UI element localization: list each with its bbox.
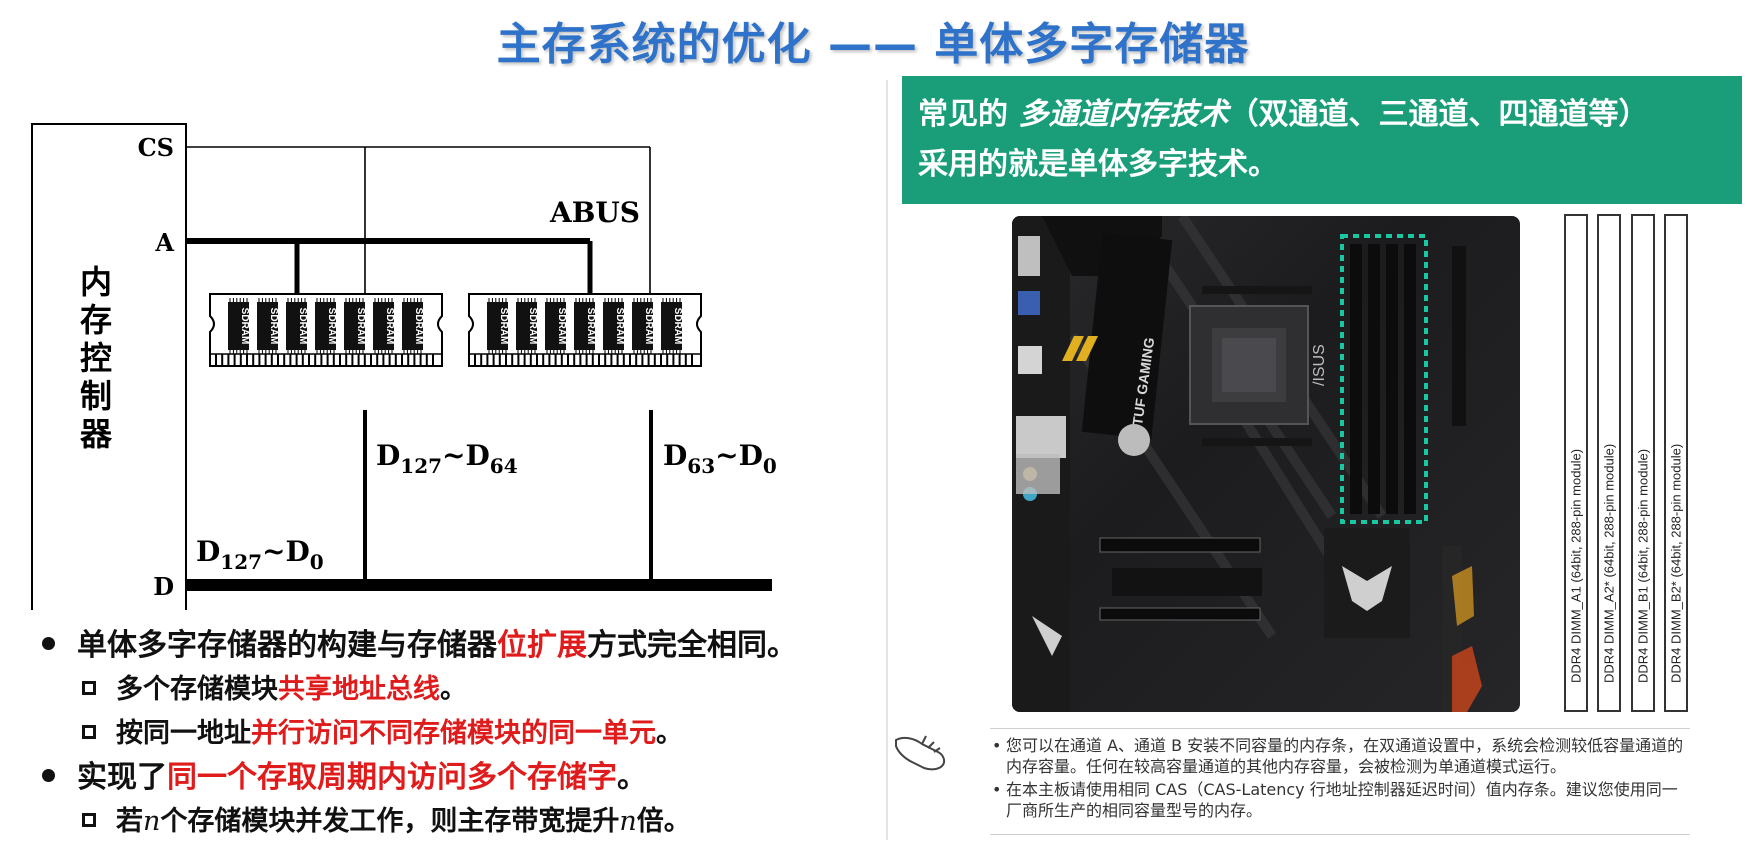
d-label: D	[153, 572, 174, 601]
bullet-2a: 若n个存储模块并发工作，则主存带宽提升n倍。	[42, 800, 882, 844]
dimm-highlight	[1340, 234, 1428, 524]
bullet-dot	[42, 637, 55, 650]
dimm-slot-label-box: DDR4 DIMM_A1 (64bit, 288-pin module)	[1564, 214, 1588, 712]
motherboard-image: TUF GAMING /ISUS	[1012, 216, 1520, 712]
sdram-chip: SDRAM	[373, 298, 395, 354]
memory-controller-box	[31, 123, 187, 610]
chip-body	[632, 302, 653, 350]
sdram-chip-label: SDRAM	[672, 308, 683, 345]
sdram-chip: SDRAM	[487, 298, 509, 354]
sdram-chip: SDRAM	[315, 298, 337, 354]
sdram-chip-label: SDRAM	[614, 308, 625, 345]
column-divider	[886, 80, 888, 840]
chip-body	[487, 302, 508, 350]
dimm-slot-label: DDR4 DIMM_A1 (64bit, 288-pin module)	[1568, 448, 1584, 683]
chip-body	[661, 302, 682, 350]
controller-char: 内	[80, 263, 112, 301]
memory-module-left: SDRAM SDRAM SDRAM SDRAM SDRAM SDRAM SDRAM	[209, 293, 443, 367]
bullet-1b: 按同一地址并行访问不同存储模块的同一单元。	[42, 712, 882, 756]
dimm-slot-label-box: DDR4 DIMM_B2* (64bit, 288-pin module)	[1664, 214, 1688, 712]
bus-data-range: D127~D0	[196, 535, 324, 574]
bullet-list: 单体多字存储器的构建与存储器位扩展方式完全相同。 多个存储模块共享地址总线。 按…	[42, 624, 882, 844]
sdram-chip: SDRAM	[228, 298, 250, 354]
sdram-chip: SDRAM	[632, 298, 654, 354]
sdram-chip: SDRAM	[257, 298, 279, 354]
controller-char: 控	[80, 339, 112, 377]
sdram-chip: SDRAM	[286, 298, 308, 354]
motherboard-drawing: TUF GAMING /ISUS	[1012, 216, 1482, 712]
sdram-chip-label: SDRAM	[384, 308, 395, 345]
notes-divider-top	[990, 728, 1690, 729]
sdram-chip-label: SDRAM	[413, 308, 424, 345]
sdram-chip: SDRAM	[574, 298, 596, 354]
sdram-chip-label: SDRAM	[239, 308, 250, 345]
chip-body	[516, 302, 537, 350]
note-item: 在本主板请使用相同 CAS（CAS-Latency 行地址控制器延迟时间）值内存…	[990, 779, 1690, 821]
board-logo-text: /ISUS	[1311, 344, 1328, 386]
sdram-chip: SDRAM	[603, 298, 625, 354]
sdram-chip-label: SDRAM	[355, 308, 366, 345]
chip-body	[315, 302, 336, 350]
dimm-slot-label-box: DDR4 DIMM_B1 (64bit, 288-pin module)	[1631, 214, 1655, 712]
bullet-square	[82, 680, 96, 695]
abus-label: ABUS	[549, 196, 640, 229]
right-module-data-range: D63~D0	[663, 439, 777, 478]
dimm-slot-label: DDR4 DIMM_B1 (64bit, 288-pin module)	[1635, 448, 1651, 683]
chip-body	[574, 302, 595, 350]
left-module-data-range: D127~D64	[376, 439, 518, 478]
page-title: 主存系统的优化 —— 单体多字存储器	[496, 19, 1250, 70]
note-item: 您可以在通道 A、通道 B 安装不同容量的内存条，在双通道设置中，系统会检测较低…	[990, 735, 1690, 777]
notes-list: 您可以在通道 A、通道 B 安装不同容量的内存条，在双通道设置中，系统会检测较低…	[990, 735, 1690, 823]
memory-controller-label: 内 存 控 制 器	[79, 263, 113, 453]
bullet-1a: 多个存储模块共享地址总线。	[42, 668, 882, 712]
notes-divider-bottom	[990, 834, 1690, 835]
chip-body	[402, 302, 423, 350]
chip-body	[545, 302, 566, 350]
chip-body	[257, 302, 278, 350]
chip-body	[344, 302, 365, 350]
dimm-slot-label: DDR4 DIMM_B2* (64bit, 288-pin module)	[1668, 443, 1684, 683]
dimm-slot-label: DDR4 DIMM_A2* (64bit, 288-pin module)	[1601, 443, 1617, 683]
dimm-slot-label-box: DDR4 DIMM_A2* (64bit, 288-pin module)	[1597, 214, 1621, 712]
bullet-1: 单体多字存储器的构建与存储器位扩展方式完全相同。	[42, 624, 882, 668]
sdram-chip-label: SDRAM	[556, 308, 567, 345]
sdram-chip: SDRAM	[402, 298, 424, 354]
multichannel-banner: 常见的 多通道内存技术（双通道、三通道、四通道等） 采用的就是单体多字技术。	[902, 76, 1742, 204]
pointing-hand-icon	[895, 735, 946, 771]
banner-line-1: 常见的 多通道内存技术（双通道、三通道、四通道等）	[918, 97, 1649, 132]
sdram-chip-label: SDRAM	[498, 308, 509, 345]
chip-body	[603, 302, 624, 350]
banner-line-2: 采用的就是单体多字技术。	[918, 147, 1278, 182]
sdram-chip: SDRAM	[661, 298, 683, 354]
bullet-square	[82, 724, 96, 739]
sdram-chip-label: SDRAM	[585, 308, 596, 345]
memory-module-right: SDRAM SDRAM SDRAM SDRAM SDRAM SDRAM SDRAM	[468, 293, 702, 367]
bullet-square	[82, 812, 96, 827]
controller-char: 存	[80, 301, 112, 339]
a-label: A	[154, 228, 174, 257]
chip-body	[228, 302, 249, 350]
bullet-dot	[42, 769, 55, 782]
sdram-chip-label: SDRAM	[326, 308, 337, 345]
sdram-chip: SDRAM	[516, 298, 538, 354]
controller-char: 制	[80, 377, 112, 415]
chip-body	[373, 302, 394, 350]
cs-label: CS	[138, 133, 174, 162]
sdram-chip-label: SDRAM	[297, 308, 308, 345]
chip-body	[286, 302, 307, 350]
sdram-chip-label: SDRAM	[643, 308, 654, 345]
sdram-chip-label: SDRAM	[527, 308, 538, 345]
bullet-2: 实现了同一个存取周期内访问多个存储字。	[42, 756, 882, 800]
sdram-chip-label: SDRAM	[268, 308, 279, 345]
sdram-chip: SDRAM	[344, 298, 366, 354]
controller-char: 器	[79, 415, 113, 453]
sdram-chip: SDRAM	[545, 298, 567, 354]
